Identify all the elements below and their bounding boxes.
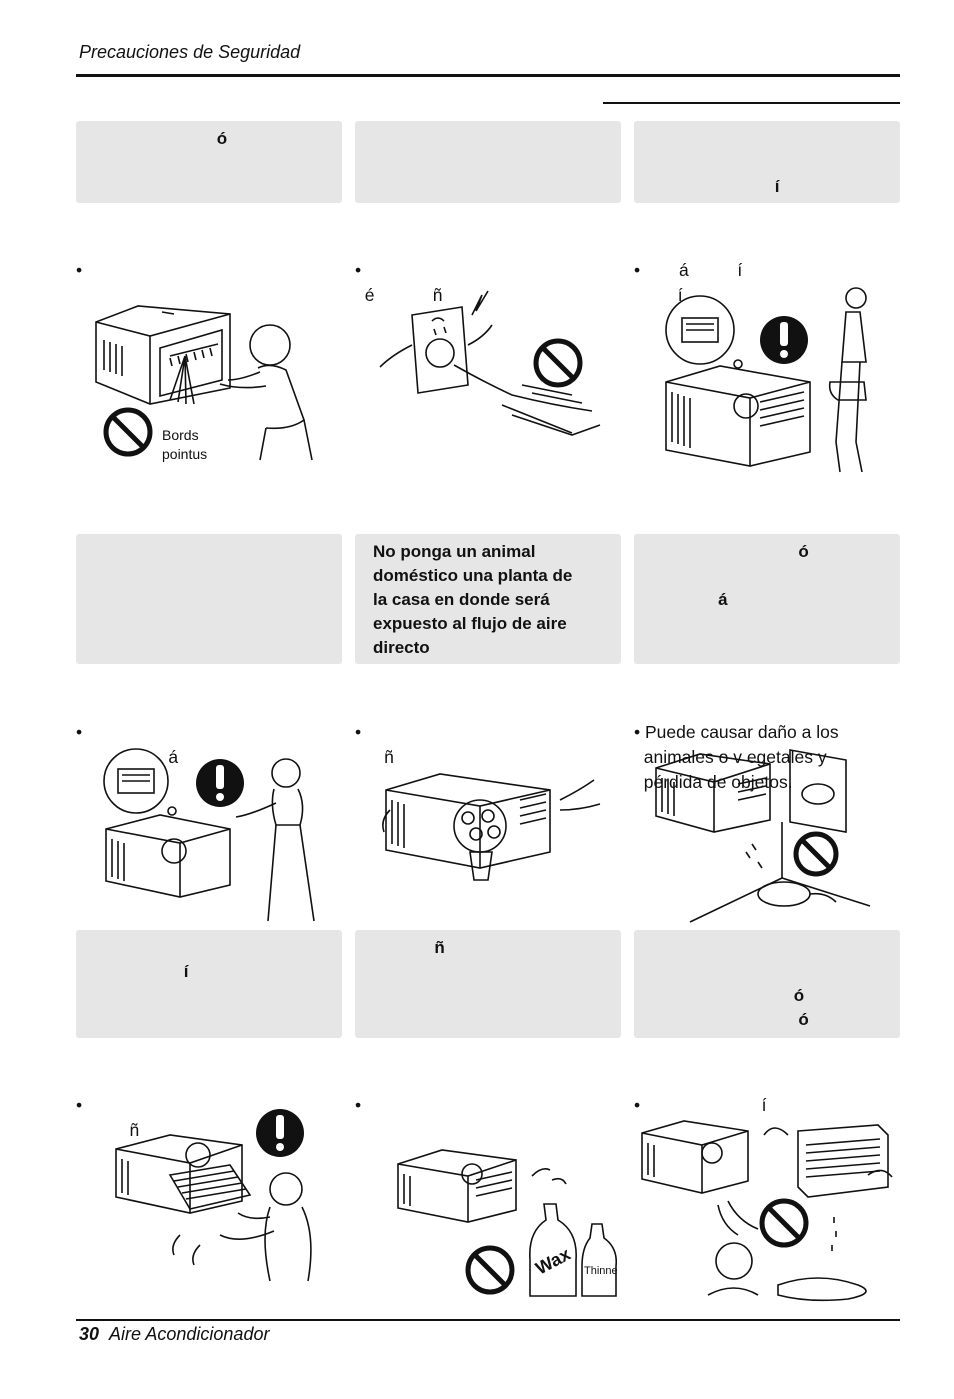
figure-label-bords: Bords: [162, 427, 199, 443]
figure-label-pointus: pointus: [162, 446, 207, 462]
footer-product-name: Aire Acondicionador: [109, 1324, 270, 1344]
figure-ventilation: [665, 287, 867, 473]
figure-sharp-edges: Bords pointus: [95, 305, 313, 462]
warning-box-9: ó ó: [634, 930, 900, 1038]
prohibition-icon: [103, 407, 153, 457]
figure-outlet-check: [103, 748, 315, 922]
warning-box-1: ó: [76, 121, 342, 203]
warning-box-8: ñ: [355, 930, 621, 1038]
header-rule: [76, 74, 900, 77]
page-header-title: Precauciones de Seguridad: [79, 42, 301, 62]
figure-water-drip: [641, 1120, 893, 1302]
bullet-text-5: • ñ: [355, 722, 394, 767]
prohibition-icon: [759, 1198, 809, 1248]
bullet-text-7: • ñ: [76, 1095, 140, 1140]
mandatory-action-icon: [760, 316, 808, 364]
bullet-text-2: • é ñ: [355, 260, 443, 305]
figure-plant-airflow: [382, 773, 601, 881]
page-number: 30: [79, 1324, 100, 1344]
prohibition-icon: [533, 338, 583, 388]
bullet-text-4: • á: [76, 722, 179, 767]
wax-bottle-label: Wax: [532, 1244, 573, 1279]
figure-pet-airflow: [655, 749, 871, 923]
figure-wet-hands-plug: [379, 290, 601, 436]
thinner-bottle-label: Thinner: [584, 1265, 617, 1277]
footer-rule: [76, 1319, 900, 1321]
mandatory-action-icon: [196, 759, 244, 807]
prohibition-icon: [793, 831, 839, 877]
figure-filter-removal: [115, 1109, 312, 1282]
bullet-text-6: • Puede causar daño a los animales o v e…: [634, 722, 839, 792]
section-rule: [603, 102, 900, 104]
warning-box-2: [355, 121, 621, 203]
warning-box-3: í: [634, 121, 900, 203]
page-footer: 30 Aire Acondicionador: [79, 1324, 269, 1345]
bullet-text-3: • á í í: [634, 260, 743, 305]
warning-box-6: ó á: [634, 534, 900, 664]
bullet-text-8: •: [355, 1095, 362, 1115]
figure-no-wax-thinner: Wax Thinner: [397, 1149, 617, 1297]
prohibition-icon: [465, 1245, 515, 1295]
warning-box-4: [76, 534, 342, 664]
warning-box-7: í: [76, 930, 342, 1038]
bullet-text-1: •: [76, 260, 83, 280]
bullet-text-9: • í: [634, 1095, 767, 1115]
mandatory-action-icon: [256, 1109, 304, 1157]
